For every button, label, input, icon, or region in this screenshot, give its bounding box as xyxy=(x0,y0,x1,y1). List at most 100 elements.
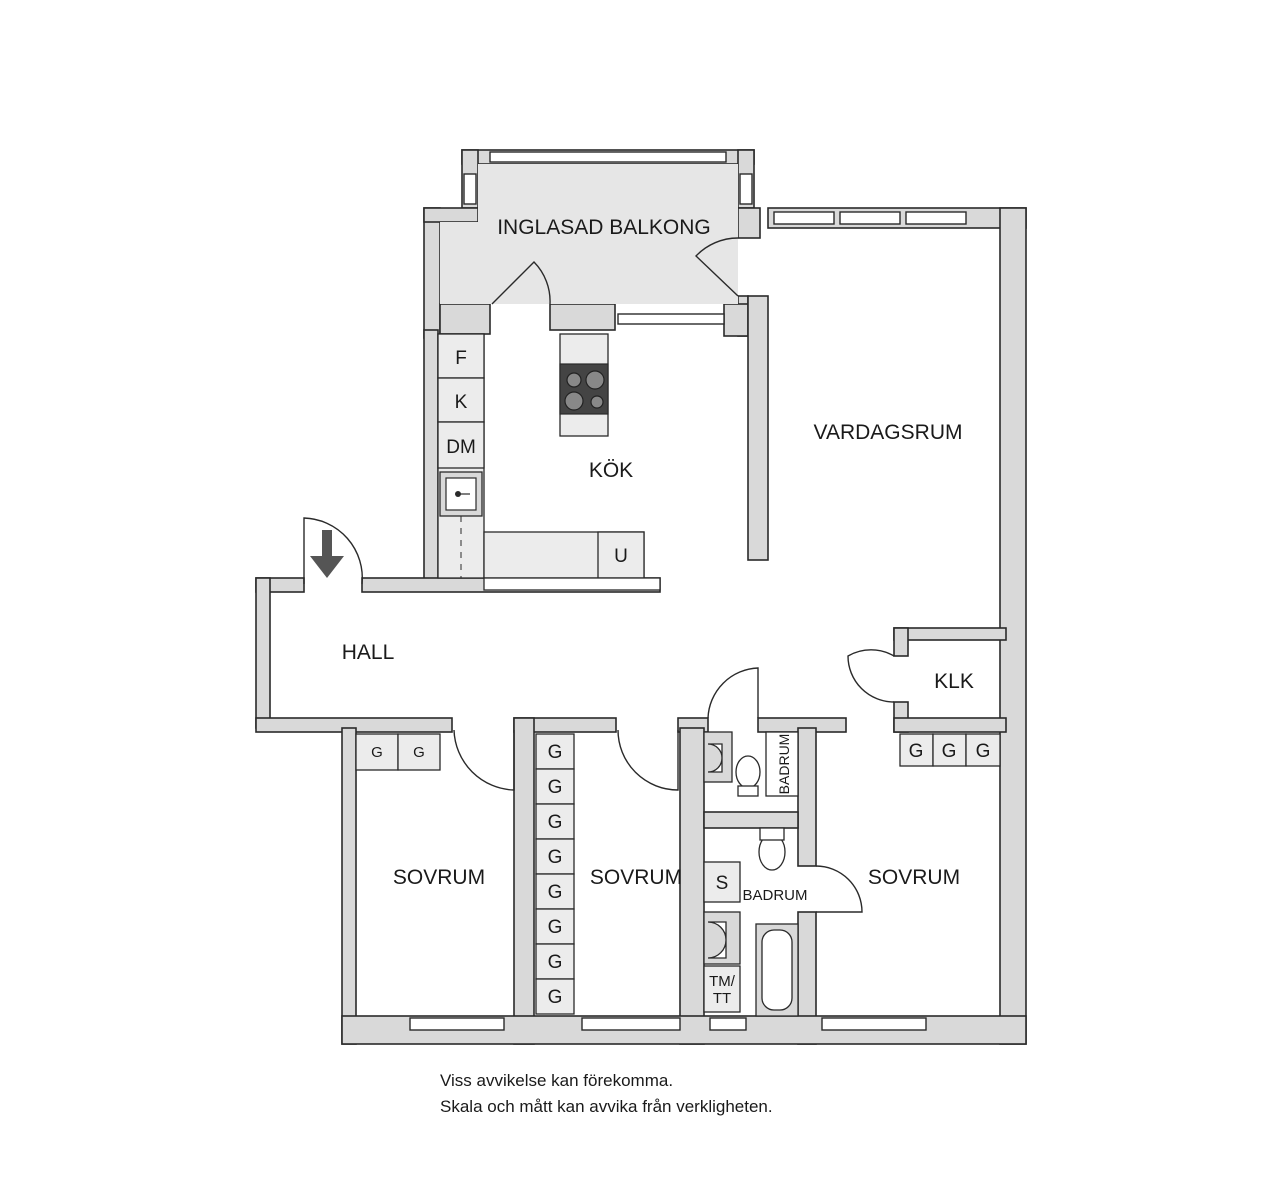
washbasin-small-icon xyxy=(707,743,723,773)
label-wardrobe-east-3: G xyxy=(976,741,991,762)
wall-bath-between xyxy=(703,811,799,829)
wardrobes xyxy=(355,733,1001,1015)
cabinet-fridge xyxy=(437,333,485,379)
door-entrance xyxy=(303,517,364,585)
balcony-floor-top xyxy=(478,164,738,222)
label-bedroom-east: SOVRUM xyxy=(868,866,960,889)
label-wardrobe-west-2: G xyxy=(413,744,425,761)
washbasin-small-counter xyxy=(703,731,733,783)
window-living-3 xyxy=(905,211,967,225)
door-bath-large xyxy=(815,865,863,913)
label-oven: U xyxy=(614,546,628,567)
wall-east xyxy=(999,207,1027,1045)
wall-bath-east-upper xyxy=(797,727,817,867)
washer-dryer-box xyxy=(703,965,741,1013)
window-bedroom-middle xyxy=(581,1017,681,1031)
label-living-room: VARDAGSRUM xyxy=(814,421,963,444)
wardrobe-east-1 xyxy=(899,733,934,767)
doors xyxy=(303,237,895,913)
window-balcony-top xyxy=(489,151,727,163)
wardrobe-west-2 xyxy=(397,733,441,771)
wall-klk-bottom xyxy=(893,717,1007,733)
balcony-wall-bottom-mid xyxy=(549,303,616,331)
stove-icon xyxy=(559,363,609,415)
wall-kitchen-west xyxy=(423,329,439,581)
kitchen-cabinets xyxy=(437,333,645,579)
room-labels: INGLASAD BALKONG KÖK VARDAGSRUM HALL KLK… xyxy=(342,216,974,904)
door-bedroom-middle xyxy=(617,729,679,791)
countertop-edge xyxy=(483,577,661,591)
sink-icon xyxy=(439,471,483,578)
label-washer-dryer-1: TM/ xyxy=(709,973,736,990)
label-wardrobe-mid-3: G xyxy=(548,812,563,833)
label-wardrobe-mid-1: G xyxy=(548,742,563,763)
balcony-wall-left-jog xyxy=(423,207,479,223)
label-wardrobe-west-1: G xyxy=(371,744,383,761)
cabinet-freezer xyxy=(437,377,485,423)
label-wardrobe-mid-2: G xyxy=(548,777,563,798)
wardrobe-east-3 xyxy=(965,733,1001,767)
balcony-wall-bottom-right xyxy=(723,303,749,337)
window-living-2 xyxy=(839,211,901,225)
wardrobe-mid-2 xyxy=(535,768,575,805)
wall-bedroom-divider-1 xyxy=(513,717,535,1045)
label-wardrobe-mid-7: G xyxy=(548,952,563,973)
label-dishwasher: DM xyxy=(446,437,476,458)
label-wardrobe-mid-4: G xyxy=(548,847,563,868)
disclaimer-line-2: Skala och mått kan avvika från verklighe… xyxy=(440,1097,773,1116)
label-wardrobe-east-1: G xyxy=(909,741,924,762)
wardrobe-mid-3 xyxy=(535,803,575,840)
label-shower: S xyxy=(716,873,729,894)
door-balcony-living xyxy=(695,237,739,297)
cabinet-oven xyxy=(597,531,645,579)
label-kitchen: KÖK xyxy=(589,459,633,482)
window-balcony-left xyxy=(463,173,477,205)
label-wardrobe-mid-5: G xyxy=(548,882,563,903)
label-bedroom-west: SOVRUM xyxy=(393,866,485,889)
window-bath xyxy=(709,1017,747,1031)
bathroom-fixtures xyxy=(703,731,799,1017)
cabinet-dishwasher xyxy=(437,421,485,469)
fixture-labels: F K DM U S TM/ TT G G G G G G G G G G G … xyxy=(371,348,990,1008)
entry-arrow-icon xyxy=(310,530,344,578)
label-wardrobe-east-2: G xyxy=(942,741,957,762)
bathtub-icon xyxy=(761,929,793,1011)
toilet-small-icon xyxy=(735,755,761,789)
wardrobe-mid-6 xyxy=(535,908,575,945)
window-living-1 xyxy=(773,211,835,225)
wall-klk-top xyxy=(893,627,1007,641)
windows xyxy=(409,151,967,1031)
balcony-floor xyxy=(440,222,738,304)
label-bedroom-middle: SOVRUM xyxy=(590,866,682,889)
wall-klk-left-upper xyxy=(893,627,909,657)
wardrobe-mid-4 xyxy=(535,838,575,875)
wall-bedroom-divider-2 xyxy=(679,727,705,1045)
label-hall: HALL xyxy=(342,641,395,664)
wardrobe-mid-8 xyxy=(535,978,575,1015)
label-washer-dryer-2: TT xyxy=(713,990,731,1007)
window-bedroom-east xyxy=(821,1017,927,1031)
window-balcony-right xyxy=(739,173,753,205)
balcony-wall-right xyxy=(737,207,761,239)
label-fridge: F xyxy=(455,348,467,369)
label-bathroom-large: BADRUM xyxy=(742,887,807,904)
wardrobe-mid-1 xyxy=(535,733,575,770)
wardrobe-mid-7 xyxy=(535,943,575,980)
label-wardrobe-mid-6: G xyxy=(548,917,563,938)
window-kitchen xyxy=(617,313,725,325)
door-bedroom-west xyxy=(453,729,515,791)
wall-kitchen-living xyxy=(747,295,769,561)
wardrobe-east-2 xyxy=(932,733,967,767)
bath-small-panel xyxy=(765,731,799,797)
shower-box xyxy=(703,861,741,903)
door-bath-small xyxy=(707,667,759,719)
washbasin-large-icon xyxy=(707,921,727,959)
label-balcony: INGLASAD BALKONG xyxy=(497,216,711,239)
disclaimer-line-1: Viss avvikelse kan förekomma. xyxy=(440,1071,674,1090)
door-balcony-kitchen xyxy=(491,261,551,305)
wardrobe-west-1 xyxy=(355,733,399,771)
label-bathroom-small: BADRUM xyxy=(776,734,792,795)
label-wardrobe-mid-8: G xyxy=(548,987,563,1008)
